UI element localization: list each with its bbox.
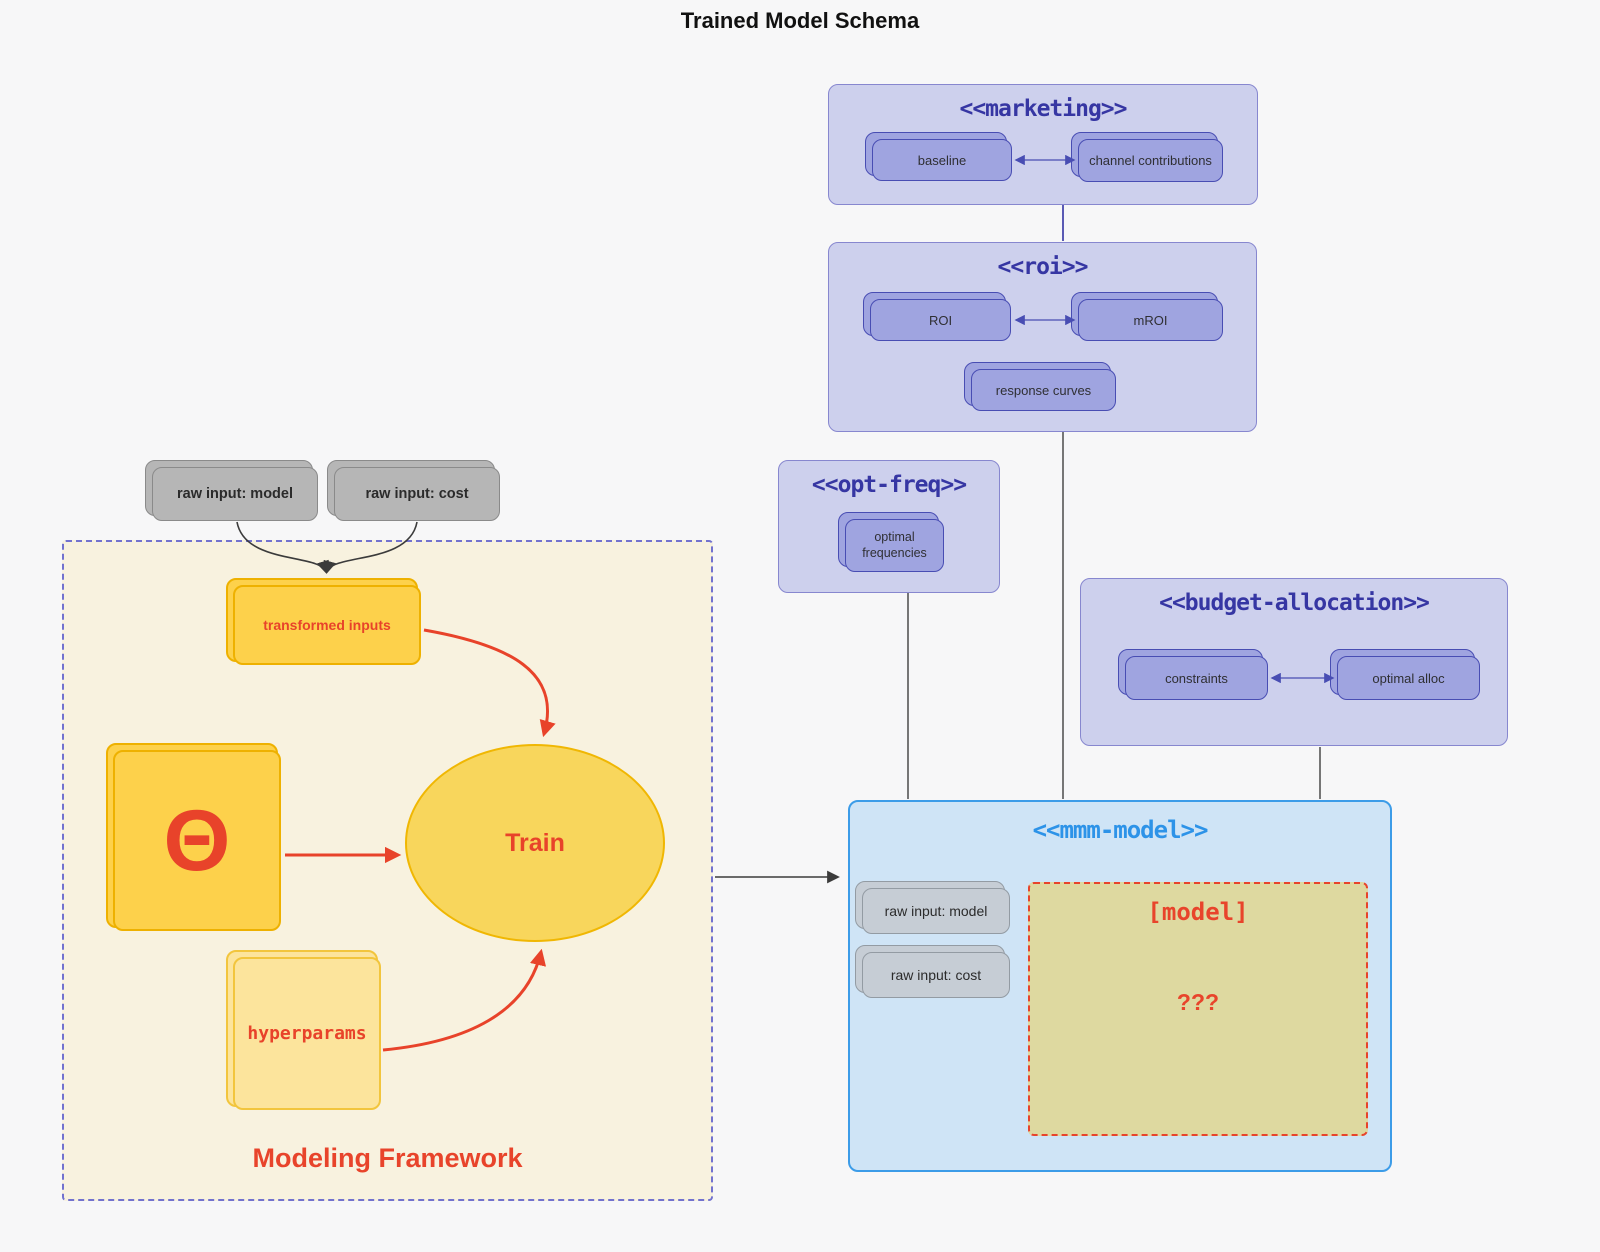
raw-input-model-node: raw input: model: [145, 460, 318, 521]
optimal-alloc-node: optimal alloc: [1330, 649, 1480, 700]
channel-contributions-label: channel contributions: [1089, 153, 1212, 168]
opt-freq-title: <<opt-freq>>: [811, 472, 967, 498]
constraints-label: constraints: [1165, 670, 1228, 686]
model-placeholder-label: [model]: [1147, 898, 1249, 926]
raw-input-cost-node: raw input: cost: [327, 460, 500, 521]
hyperparams-node: hyperparams: [226, 950, 381, 1110]
optimal-frequencies-node: optimal frequencies: [838, 512, 944, 572]
channel-contributions-node: channel contributions: [1071, 132, 1223, 182]
theta-node: Θ: [106, 743, 281, 931]
constraints-node: constraints: [1118, 649, 1268, 700]
raw-input-cost-label: raw input: cost: [365, 486, 469, 502]
transformed-inputs-label: transformed inputs: [263, 617, 391, 633]
mroi-node: mROI: [1071, 292, 1223, 341]
mmm-raw-input-model-node: raw input: model: [855, 881, 1010, 934]
mmm-raw-input-model-label: raw input: model: [884, 903, 988, 919]
roi-label: ROI: [928, 312, 953, 328]
mmm-raw-input-cost-label: raw input: cost: [890, 967, 982, 983]
response-curves-node: response curves: [964, 362, 1116, 411]
baseline-node: baseline: [865, 132, 1012, 181]
marketing-title: <<marketing>>: [959, 96, 1127, 122]
baseline-label: baseline: [917, 152, 967, 168]
mroi-label: mROI: [1133, 312, 1168, 328]
mmm-raw-input-cost-node: raw input: cost: [855, 945, 1010, 998]
optimal-frequencies-label: optimal frequencies: [862, 529, 927, 560]
train-ellipse: Train: [405, 744, 665, 942]
diagram-title: Trained Model Schema: [680, 8, 920, 33]
roi-node: ROI: [863, 292, 1011, 341]
model-placeholder-box: [model] ???: [1028, 882, 1368, 1136]
response-curves-label: response curves: [995, 382, 1092, 398]
roi-title: <<roi>>: [997, 254, 1089, 280]
modeling-framework-label: Modeling Framework: [252, 1143, 523, 1173]
train-label: Train: [505, 828, 565, 857]
transformed-inputs-node: transformed inputs: [226, 578, 421, 665]
hyperparams-label: hyperparams: [247, 1023, 367, 1044]
mmm-model-title: <<mmm-model>>: [1032, 816, 1209, 844]
budget-allocation-title: <<budget-allocation>>: [1159, 590, 1430, 616]
model-unknown-label: ???: [1176, 989, 1220, 1015]
raw-input-model-label: raw input: model: [177, 486, 293, 502]
optimal-alloc-label: optimal alloc: [1372, 670, 1445, 686]
theta-label: Θ: [163, 792, 231, 889]
